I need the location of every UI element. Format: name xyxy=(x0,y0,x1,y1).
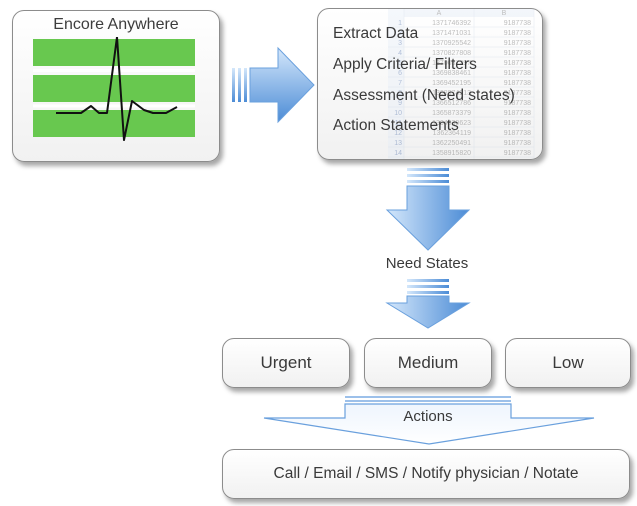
sheet-cell-a: 1369452195 xyxy=(432,80,471,87)
sheet-cell-b: 9187738 xyxy=(504,60,531,67)
sheet-row-number: 4 xyxy=(398,50,402,57)
ecg-strip-bottom xyxy=(33,110,195,137)
sheet-cell-a: 1368974213 xyxy=(432,90,471,97)
down-arrow-small-icon xyxy=(385,279,471,329)
sheet-cell-a: 1362250491 xyxy=(432,140,471,147)
sheet-row-number: 8 xyxy=(398,90,402,97)
sheet-row-number: 7 xyxy=(398,80,402,87)
step-extract-data: Extract Data xyxy=(333,25,419,42)
sheet-cell-b: 9187738 xyxy=(504,150,531,157)
step-assessment: Assessment (Need states) xyxy=(333,87,515,104)
sheet-cell-a: 1364930623 xyxy=(432,120,471,127)
sheet-row-number: 2 xyxy=(398,30,402,37)
need-states-label: Need States xyxy=(385,255,469,272)
sheet-cell-a: 1370925542 xyxy=(432,40,471,47)
sheet-cell-a: 1366512786 xyxy=(432,100,471,107)
actions-label: Actions xyxy=(403,408,453,425)
right-arrow-icon xyxy=(232,46,315,124)
sheet-row-number: 12 xyxy=(394,130,402,137)
level-medium-box: Medium xyxy=(364,338,492,388)
sheet-row-number: 5 xyxy=(398,60,402,67)
sheet-row-number: 11 xyxy=(395,120,402,127)
sheet-cell-b: 9187738 xyxy=(504,20,531,27)
sheet-row-number: 10 xyxy=(394,110,402,117)
sheet-cell-a: 1365873379 xyxy=(432,110,471,117)
ecg-strip-middle xyxy=(33,75,195,102)
sheet-cell-b: 9187738 xyxy=(504,140,531,147)
encore-anywhere-box: Encore Anywhere xyxy=(12,10,220,162)
sheet-column-header: B xyxy=(502,10,507,17)
sheet-column-header: A xyxy=(437,10,442,17)
down-arrow-icon xyxy=(385,168,471,251)
sheet-row-number: 1 xyxy=(398,20,402,27)
sheet-row-number: 13 xyxy=(394,140,402,147)
sheet-cell-a: 1362364119 xyxy=(433,130,472,137)
sheet-cell-a: 1370827808 xyxy=(432,50,471,57)
sheet-cell-b: 9187738 xyxy=(504,110,531,117)
sheet-cell-b: 9187738 xyxy=(504,100,531,107)
sheet-row-number: 6 xyxy=(398,70,402,77)
sheet-cell-b: 9187738 xyxy=(504,50,531,57)
encore-anywhere-title: Encore Anywhere xyxy=(53,16,179,33)
sheet-cell-a: 1358915820 xyxy=(432,150,471,157)
data-processing-box: A B 1 1371746392 9187738 2 1371471031 9187738 3 1… xyxy=(317,8,543,160)
sheet-cell-b: 9187738 xyxy=(504,120,531,127)
sheet-row-number: 3 xyxy=(398,40,402,47)
sheet-cell-b: 9187738 xyxy=(504,130,531,137)
sheet-row-number: 14 xyxy=(394,150,402,157)
sheet-cell-a: 1370037297 xyxy=(432,60,471,67)
sheet-cell-b: 9187738 xyxy=(504,30,531,37)
sheet-cell-a: 1371746392 xyxy=(432,20,471,27)
actions-list-box: Call / Email / SMS / Notify physician / … xyxy=(222,449,630,499)
sheet-cell-b: 9187738 xyxy=(504,40,531,47)
level-low-box: Low xyxy=(505,338,631,388)
step-action-statements: Action Statements xyxy=(333,117,459,134)
sheet-cell-a: 1371471031 xyxy=(432,30,471,37)
sheet-cell-b: 9187738 xyxy=(504,70,531,77)
spreadsheet-watermark: A B 1 1371746392 9187738 2 1371471031 9187738 3 1… xyxy=(388,9,535,159)
actions-funnel-arrow-icon xyxy=(263,396,595,445)
ecg-monitor-icon xyxy=(33,37,195,141)
step-apply-criteria: Apply Criteria/ Filters xyxy=(333,56,477,73)
sheet-row-number: 9 xyxy=(398,100,402,107)
sheet-cell-a: 1369838461 xyxy=(432,70,471,77)
ecg-waveform xyxy=(56,37,178,141)
sheet-cell-b: 9187738 xyxy=(504,90,531,97)
sheet-cell-b: 9187738 xyxy=(504,80,531,87)
level-urgent-box: Urgent xyxy=(222,338,350,388)
